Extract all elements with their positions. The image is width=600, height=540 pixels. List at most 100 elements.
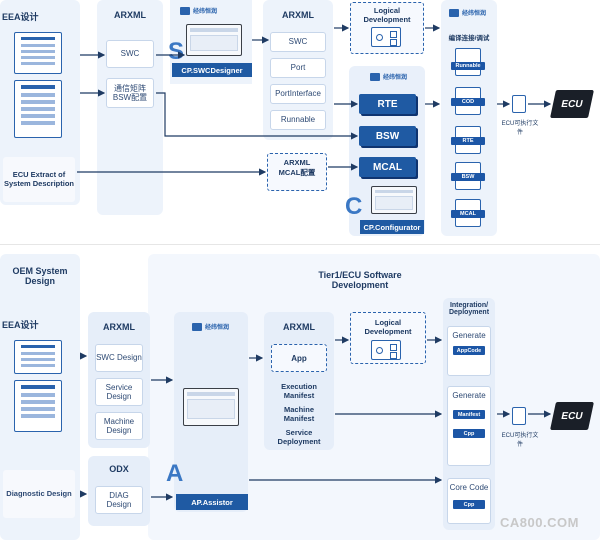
logo-icon [180,6,190,15]
bottom-eea-title: EEA设计 [2,320,39,330]
top-swcdesigner-badge[interactable]: CP.SWCDesigner [172,63,252,77]
bottom-arxml2-panel [264,312,334,450]
top-comm-matrix-box: 通信矩阵 BSW配置 [106,78,154,108]
top-brand-text-2: 经纬恒润 [383,75,408,81]
top-configurator-c-icon: C [345,193,363,220]
bottom-swc-design-label: SWC Design [96,353,142,363]
top-ecu-file-document-icon [512,95,526,113]
top-mcal-label: MCAL [373,161,402,173]
top-compile-cod-label: COD [461,99,475,105]
top-eea-title: EEA设计 [2,12,39,22]
top-compile-tag-0: Runnable [451,62,485,70]
bottom-assistor-a-icon: A [166,460,184,487]
top-logical-dev-label: Logical Development [363,6,411,24]
bottom-cpp-tag2-label: Cpp [463,501,475,508]
top-configurator-badge[interactable]: CP.Configurator [360,220,424,234]
top-brand-logo-2: 经纬恒润 [370,72,407,81]
bottom-diag-design-box: DIAG Design [95,486,143,514]
bottom-generate1-label: Generate [452,331,486,340]
top-compile-tag-2: RTE [451,137,485,145]
logo-icon-2 [370,72,380,81]
top-configurator-label: CP.Configurator [363,222,421,232]
bottom-eea-document-icon [14,340,62,374]
bottom-appcode-label: AppCode [456,347,482,354]
bottom-machine-design-label: Machine Design [103,416,135,435]
bottom-odx-title: ODX [109,464,129,474]
bottom-corecode-label: Core Code [449,483,489,492]
bottom-diag-design-label: DIAG Design [106,490,132,509]
bottom-cpp-tag1: Cpp [453,429,485,439]
top-compile-runnable-label: Runnable [455,63,481,69]
top-brand-text: 经纬恒润 [193,9,218,15]
top-brand-text-3: 经纬恒润 [462,11,487,17]
top-compile-bsw-label: BSW [461,174,475,180]
bottom-generate1-box: Generate AppCode [447,326,491,376]
oem-title: OEM System Design [12,266,68,286]
top-ecu-exec-label: ECU可执行文件 [501,121,539,136]
top-arxml2-item-2: PortInterface [270,84,326,104]
top-compile-rte-label: RTE [462,138,474,144]
top-compile-panel [441,0,497,236]
top-arxml2-item-3: Runnable [270,110,326,130]
bottom-manifest-tag: Manifest [453,410,485,420]
bottom-app-label: App [291,353,307,363]
top-compile-label: 编译连接/调试 [448,35,490,42]
tier1-title: Tier1/ECU Software Development [318,270,402,290]
top-arxml-mcal-box [267,153,327,191]
top-arxml2-title: ARXML [282,10,314,20]
top-stack-bsw: BSW [359,126,416,146]
top-compile-tag-4: MCAL [451,210,485,218]
bottom-app-box: App [271,344,327,372]
top-arxml2-runnable-label: Runnable [280,115,316,125]
top-arxml-mcal-label: ARXML MCAL配置 [278,158,316,177]
watermark: CA800.COM [500,515,579,530]
bottom-assistor-badge[interactable]: AP.Assistor [176,494,248,510]
bottom-integration-label: Integration/ Deployment [448,302,490,316]
top-compile-tag-3: BSW [451,173,485,181]
bottom-manifest-0: Execution Manifest [281,382,317,400]
bottom-assistor-monitor-icon [183,388,239,426]
top-ecu-extract-box: ECU Extract of System Description [3,157,75,202]
top-stack-rte: RTE [359,94,416,114]
top-brand-logo: 经纬恒润 [180,6,217,15]
bottom-manifest-1: Machine Manifest [283,405,315,423]
top-arxml2-portinterface-label: PortInterface [275,89,321,99]
bottom-corecode-box: Core Code Cpp [447,478,491,524]
bottom-eea-document-icon-2 [14,380,62,432]
logo-icon-4 [192,322,202,331]
bottom-arxml-title: ARXML [103,322,135,332]
top-compile-mcal-label: MCAL [460,211,476,217]
top-arxml2-swc-label: SWC [288,37,308,47]
bottom-diag-label: Diagnostic Design [6,488,72,498]
bottom-service-design-label: Service Design [105,382,133,401]
bottom-manifest-2: Service Deployment [277,428,321,446]
bottom-assistor-label: AP.Assistor [191,497,233,507]
bottom-ecu-exec-label: ECU可执行文件 [501,433,539,448]
top-swc-label: SWC [120,49,140,59]
bottom-brand-logo: 经纬恒润 [192,322,229,331]
bottom-brand-text: 经纬恒润 [205,325,230,331]
top-rte-label: RTE [377,98,398,110]
top-comm-matrix-label: 通信矩阵 BSW配置 [112,83,148,102]
top-arxml2-port-label: Port [290,63,306,73]
top-swcdesigner-label: CP.SWCDesigner [181,65,243,75]
bottom-arxml-item-2: Machine Design [95,412,143,440]
top-arxml2-item-1: Port [270,58,326,78]
bottom-arxml2-title: ARXML [283,322,315,332]
top-brand-logo-3: 经纬恒润 [449,8,486,17]
top-swcdesigner-monitor-icon [186,24,242,56]
bottom-generate2-box: Generate Manifest Cpp [447,386,491,466]
flow-icon [371,27,401,47]
bottom-flow-icon [371,340,401,360]
top-ecu-extract-label: ECU Extract of System Description [3,169,75,188]
bottom-arxml-item-1: Service Design [95,378,143,406]
top-arxml-title: ARXML [114,10,146,20]
top-configurator-monitor-icon [371,186,417,214]
top-bsw-label: BSW [375,130,400,142]
bottom-cpp-tag2: Cpp [453,500,485,510]
bottom-cpp-tag1-label: Cpp [463,430,475,437]
section-divider [0,244,600,245]
top-arxml2-item-0: SWC [270,32,326,52]
bottom-arxml-item-0: SWC Design [95,344,143,372]
